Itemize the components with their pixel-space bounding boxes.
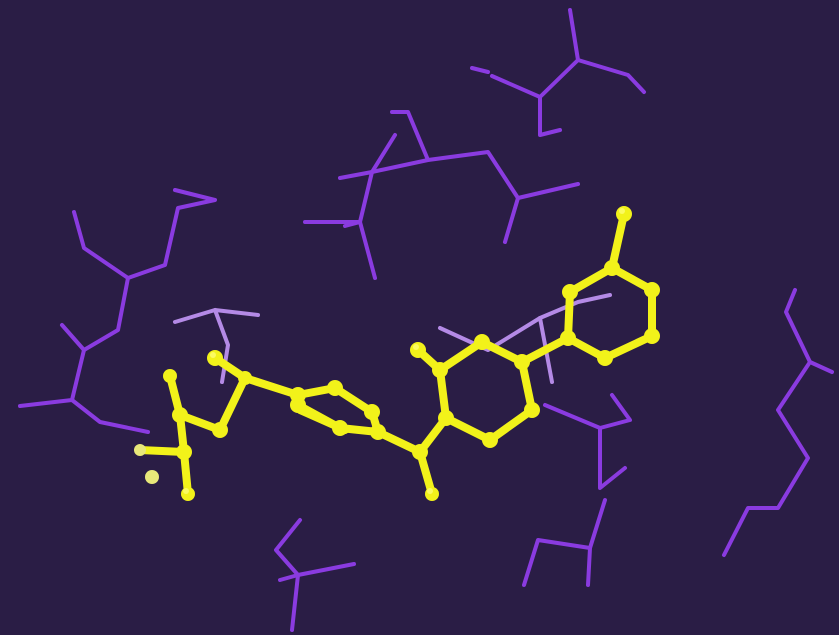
residue-lower-right [543, 393, 632, 430]
residue-upper-center-stem [358, 220, 377, 280]
atom [145, 470, 159, 484]
atom [172, 407, 188, 423]
atom [524, 402, 540, 418]
residue-top-right-tick [470, 66, 490, 74]
atom [514, 354, 530, 370]
protein-residues [18, 8, 834, 632]
atom [410, 342, 426, 358]
bond-chain-to-ring [241, 374, 302, 399]
residue-bottom-arm [278, 573, 300, 582]
highlight [427, 488, 433, 494]
bond-right-methyl [608, 210, 628, 272]
atom [332, 420, 348, 436]
highlight [413, 344, 419, 350]
atom [412, 444, 428, 460]
atom [644, 282, 660, 298]
highlight [183, 488, 189, 494]
atom [163, 369, 177, 383]
residue-faded-left-stem [213, 308, 230, 384]
residue-lower-right-tail [586, 546, 592, 587]
residue-left-base [70, 398, 150, 434]
bond-tbutyl-1 [166, 372, 192, 498]
residue-top-right-branch [576, 58, 646, 94]
atom [597, 350, 613, 366]
residue-lower-right-stem [598, 426, 627, 490]
residue-right-edge [784, 288, 834, 374]
atom [238, 371, 252, 385]
atom [616, 206, 632, 222]
atom [290, 397, 306, 413]
atom [482, 432, 498, 448]
atom [176, 444, 192, 460]
residue-upper-center-cross [343, 220, 362, 228]
atom [364, 404, 380, 420]
residue-left-mid [60, 276, 130, 352]
residue-upper-center-branch [503, 196, 520, 244]
highlight [619, 208, 625, 214]
residue-top-right [490, 8, 580, 99]
atom-highlights [183, 208, 625, 494]
atom [207, 350, 223, 366]
residue-left-top [72, 188, 217, 280]
highlight [210, 352, 216, 358]
residue-right-edge-chain [722, 360, 812, 557]
atom [438, 410, 454, 426]
atom [212, 422, 228, 438]
atom [474, 334, 490, 350]
atom [432, 362, 448, 378]
atom [327, 380, 343, 396]
residue-bottom-stem [290, 573, 300, 632]
atom [644, 328, 660, 344]
atom [370, 424, 386, 440]
atom [562, 284, 578, 300]
atom [134, 444, 146, 456]
atom [604, 260, 620, 276]
residue-top-right-tail [538, 95, 562, 137]
bond-mid-to-right [518, 334, 572, 366]
residue-upper-center [390, 110, 580, 200]
residue-lower-right-chain [522, 498, 607, 587]
atom [560, 330, 576, 346]
residue-bottom [274, 518, 356, 577]
residue-upper-center-arm [370, 133, 397, 174]
